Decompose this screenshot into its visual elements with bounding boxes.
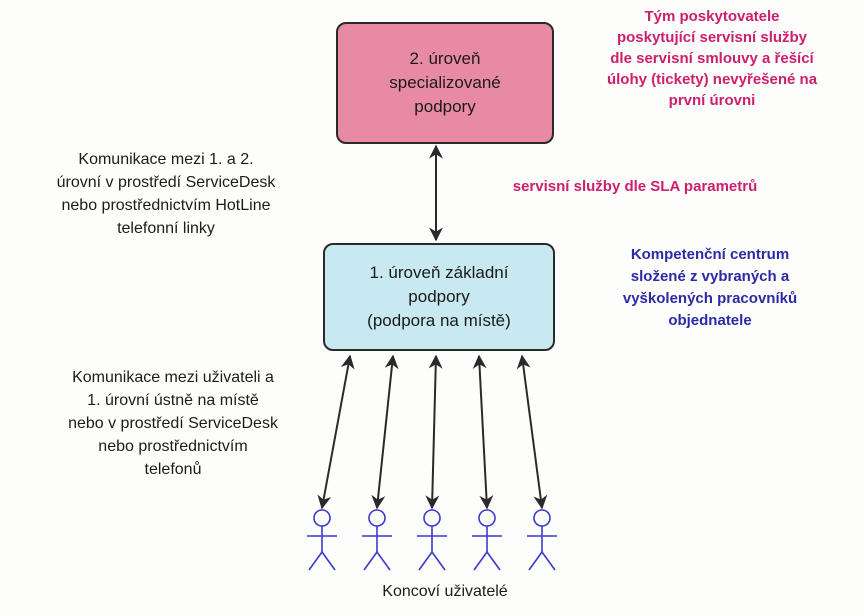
- level-2-line-2: specializované: [389, 73, 501, 92]
- provider-team-line: poskytující servisní služby: [616, 29, 808, 46]
- user-communication-arrow: [371, 354, 399, 510]
- end-user-figure-icon: [417, 509, 447, 571]
- provider-team-line: Tým poskytovatele: [644, 8, 780, 25]
- user-communication-arrow: [425, 354, 443, 510]
- level-1-line-2: podpory: [408, 287, 470, 306]
- competence-center-note: Kompetenční centrum složené z vybraných …: [580, 244, 840, 332]
- communication-levels-line: úrovní v prostředí ServiceDesk: [56, 174, 276, 191]
- communication-levels-line: Komunikace mezi 1. a 2.: [78, 151, 254, 168]
- level-1-support-box: 1. úroveň základní podpory (podpora na m…: [323, 243, 555, 351]
- user-communication-arrow: [317, 354, 355, 510]
- communication-users-note: Komunikace mezi uživateli a 1. úrovní ús…: [14, 366, 332, 481]
- communication-users-line: 1. úrovní ústně na místě: [87, 392, 259, 409]
- competence-center-line: objednatele: [668, 312, 752, 329]
- sla-line: servisní služby dle SLA parametrů: [512, 178, 758, 195]
- end-user-figure-icon: [527, 509, 557, 571]
- end-users-label: Koncoví uživatelé: [382, 583, 508, 600]
- level-2-support-box: 2. úroveň specializované podpory: [336, 22, 554, 144]
- provider-team-line: úlohy (tickety) nevyřešené na: [606, 71, 818, 88]
- communication-users-line: nebo prostřednictvím: [98, 438, 248, 455]
- provider-team-note: Tým poskytovatele poskytující servisní s…: [562, 6, 862, 111]
- end-user-figure-icon: [362, 509, 392, 571]
- user-communication-arrow: [472, 354, 494, 510]
- communication-levels-line: nebo prostřednictvím HotLine: [61, 197, 271, 214]
- communication-users-line: Komunikace mezi uživateli a: [72, 369, 274, 386]
- provider-team-line: dle servisní smlouvy a řešící: [610, 50, 814, 67]
- communication-users-line: telefonů: [144, 461, 202, 478]
- communication-users-line: nebo v prostředí ServiceDesk: [68, 415, 278, 432]
- competence-center-line: složené z vybraných a: [630, 268, 790, 285]
- level-1-line-1: 1. úroveň základní: [369, 263, 509, 282]
- provider-team-line: první úrovni: [668, 92, 756, 109]
- level-1-line-3: (podpora na místě): [367, 311, 511, 330]
- end-user-figure-icon: [307, 509, 337, 571]
- competence-center-line: vyškolených pracovníků: [622, 290, 798, 307]
- end-user-figure-icon: [472, 509, 502, 571]
- communication-levels-note: Komunikace mezi 1. a 2. úrovní v prostře…: [18, 148, 314, 240]
- sla-note: servisní služby dle SLA parametrů: [430, 176, 840, 197]
- level-2-line-1: 2. úroveň: [409, 49, 481, 68]
- communication-levels-line: telefonní linky: [117, 220, 215, 237]
- user-communication-arrow: [516, 354, 548, 510]
- competence-center-line: Kompetenční centrum: [630, 246, 790, 263]
- level-2-line-3: podpory: [414, 97, 476, 116]
